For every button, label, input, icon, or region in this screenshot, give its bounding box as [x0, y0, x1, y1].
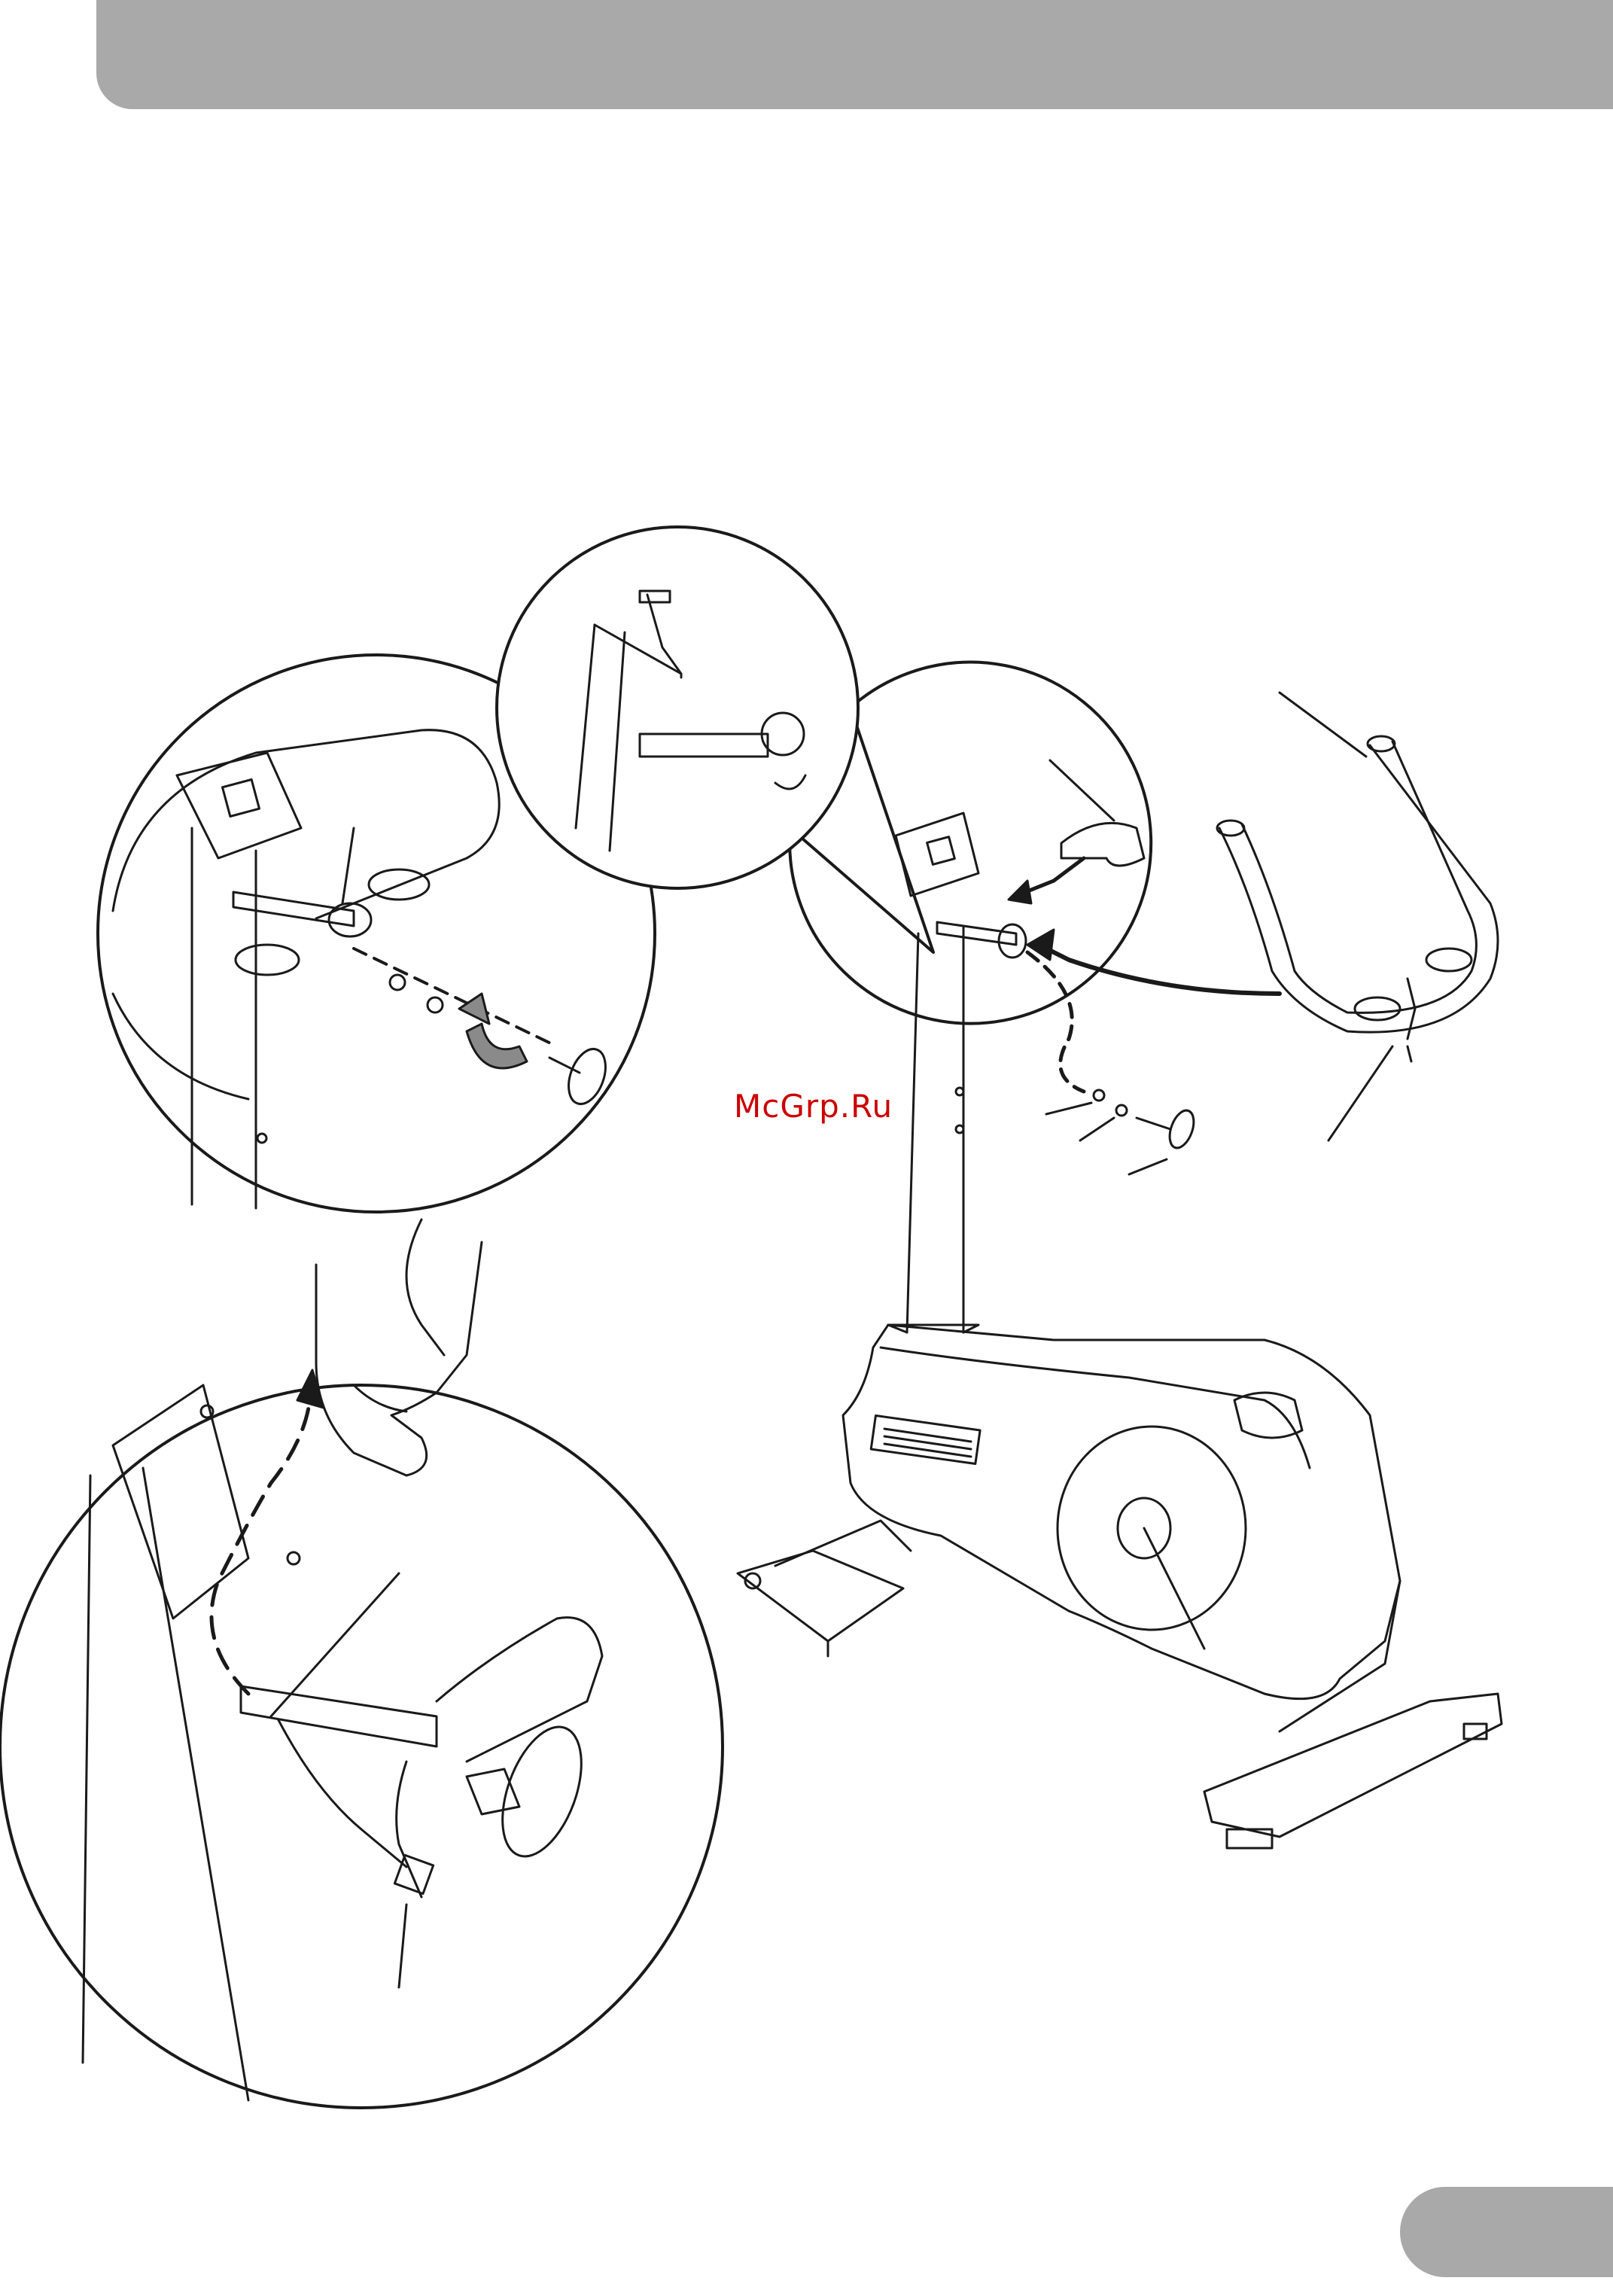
watermark-text: McGrp.Ru: [734, 1088, 893, 1125]
exercise-bike-assembly: [738, 693, 1502, 1848]
page-tab: [1400, 2187, 1613, 2277]
cable-routing-detail-callout: [0, 1220, 723, 2108]
console-mast-detail-callout: [497, 527, 1151, 1024]
